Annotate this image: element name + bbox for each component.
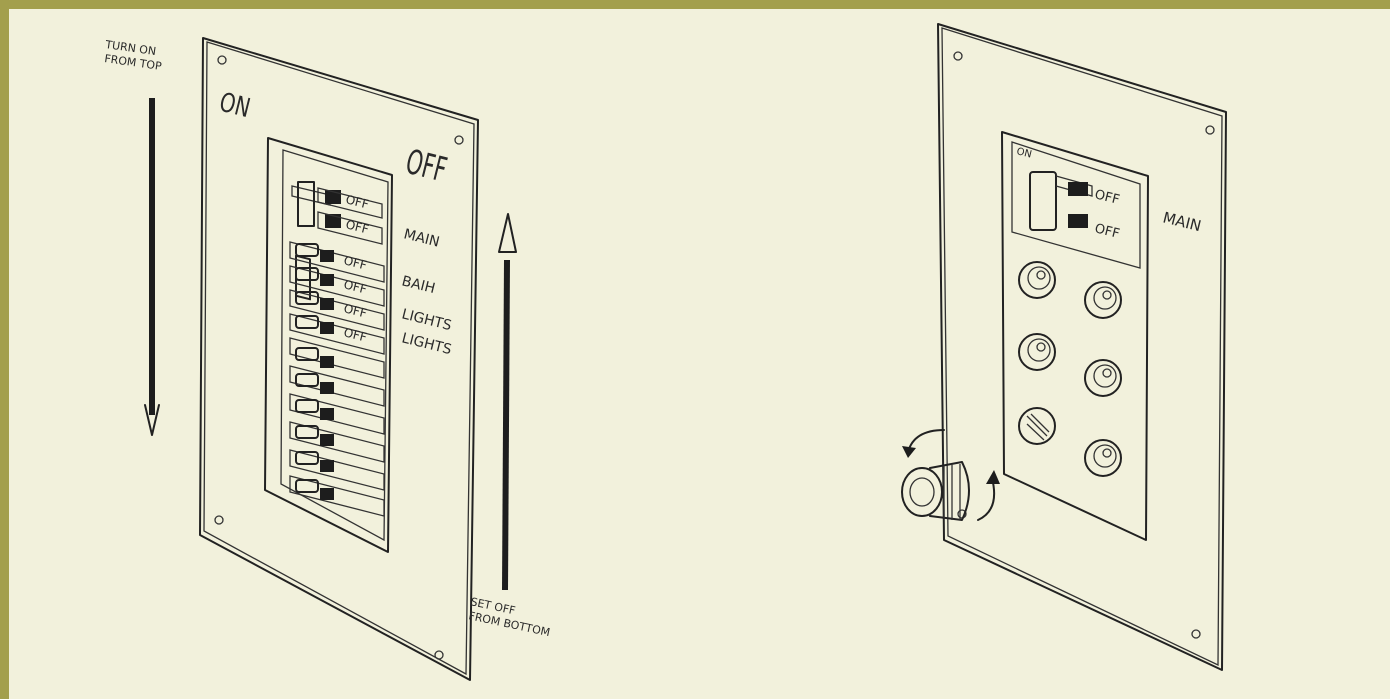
screw-icon <box>455 136 463 144</box>
right-breaker-panel: ON OFF OFF MAIN <box>902 24 1226 670</box>
breaker-off-label: OFF <box>1093 221 1121 242</box>
main-label: MAIN <box>1161 208 1203 235</box>
screw-icon <box>954 52 962 60</box>
set-off-arrow: SET OFF FROM BOTTOM <box>467 214 551 639</box>
screw-icon <box>1192 630 1200 638</box>
breaker-off-label: OFF <box>1093 187 1121 208</box>
push-breaker-icon <box>1019 262 1055 298</box>
turn-on-arrow: TURN ON FROM TOP <box>104 38 163 435</box>
screw-icon <box>218 56 226 64</box>
rotate-arrow-icon <box>902 430 1000 520</box>
push-breaker-icon <box>1085 440 1121 476</box>
empty-breaker-socket-icon <box>1019 408 1055 444</box>
breaker-off-label: OFF <box>342 301 368 320</box>
screw-icon <box>215 516 223 524</box>
on-label: ON <box>216 86 253 124</box>
screw-icon <box>435 651 443 659</box>
left-breaker-switches: OFF OFF OFF OFF OFF OFF <box>290 182 384 516</box>
push-breaker-icon <box>1085 282 1121 318</box>
left-circuit-labels: MAIN BAIH LIGHTS LIGHTS <box>400 226 453 358</box>
push-breaker-icon <box>1019 334 1055 370</box>
circuit-label: LIGHTS <box>400 306 453 334</box>
circuit-label: LIGHTS <box>400 330 453 358</box>
breaker-off-label: OFF <box>344 217 370 236</box>
off-label: OFF <box>402 142 451 190</box>
breaker-off-label: OFF <box>342 253 368 272</box>
circuit-label: BAIH <box>400 273 437 297</box>
circuit-label: MAIN <box>402 226 441 250</box>
breaker-off-label: OFF <box>342 277 368 296</box>
breaker-off-label: OFF <box>342 325 368 344</box>
screw-icon <box>1206 126 1214 134</box>
top-strip-label: ON <box>1015 146 1033 160</box>
breaker-off-label: OFF <box>344 192 370 211</box>
left-breaker-panel: ON OFF <box>200 38 478 680</box>
main-breaker-toggle <box>1030 172 1056 230</box>
push-breaker-icon <box>1085 360 1121 396</box>
